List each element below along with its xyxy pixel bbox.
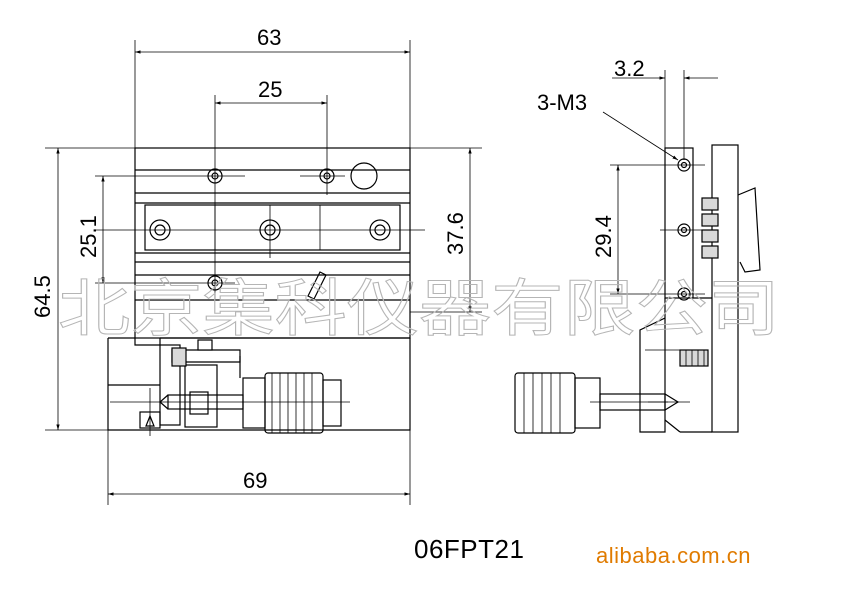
side-knob-icon — [514, 372, 601, 434]
dim-side-thread: 3-M3 — [537, 90, 587, 115]
dim-side-offset: 3.2 — [614, 56, 645, 81]
dim-overall-height: 64.5 — [30, 275, 55, 318]
model-number: 06FPT21 — [414, 534, 525, 564]
front-view — [95, 95, 425, 436]
dim-stage-height: 37.6 — [443, 212, 468, 255]
adjust-knob-icon — [242, 372, 342, 434]
spring-icon — [679, 197, 719, 367]
watermark: 北京集科仪器有限公司 — [58, 272, 780, 345]
dim-top-width: 63 — [257, 25, 281, 50]
side-view — [514, 70, 761, 434]
dim-bottom-width: 69 — [243, 468, 267, 493]
dim-hole-offset: 25.1 — [76, 215, 101, 258]
site-watermark: alibaba.com.cn — [596, 543, 751, 568]
side-dimensions — [602, 76, 718, 294]
front-dimensions — [45, 40, 482, 505]
dim-side-hole-spacing: 29.4 — [591, 215, 616, 258]
dim-hole-spacing: 25 — [258, 77, 282, 102]
